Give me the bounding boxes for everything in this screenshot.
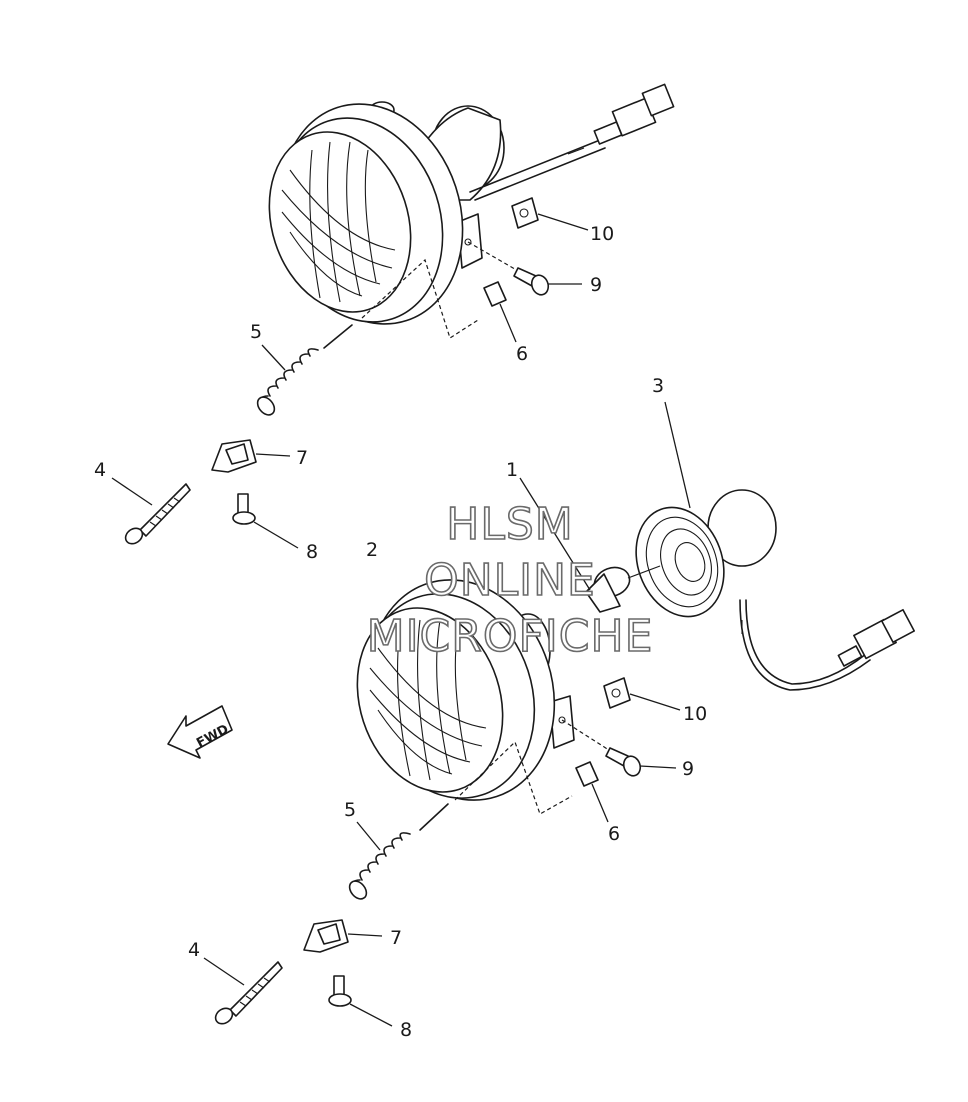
upper-headlight-assembly [111,83,675,549]
lower-part-6-nut [575,761,609,823]
watermark-line-3: MICROFICHE [366,610,654,663]
upper-callout-6: 6 [516,343,528,365]
lower-callout-4: 4 [188,939,200,961]
lower-socket-wire-harness [739,599,916,691]
upper-part-4-bolt [111,477,191,545]
lower-part-1-bulb [519,477,661,613]
lower-callout-6: 6 [608,823,620,845]
upper-callout-4: 4 [94,459,106,481]
upper-headlight-wire-harness [469,83,675,201]
lower-callout-10: 10 [683,703,707,725]
lower-part-7-clip [303,919,383,953]
lower-callout-8: 8 [400,1019,412,1041]
lower-callout-2: 2 [366,539,378,561]
lower-callout-9: 9 [682,758,694,780]
upper-headlight-lens [268,131,412,313]
lower-callout-7: 7 [390,927,402,949]
lower-headlight-lens [356,607,504,793]
lower-part-10-nut [603,677,681,711]
lower-part-9-screw [561,719,677,777]
lower-callout-3: 3 [652,375,664,397]
lower-adjuster-path [454,740,573,815]
lower-part-4-bolt [203,957,283,1025]
upper-callout-7: 7 [296,447,308,469]
upper-part-10-nut [511,197,589,231]
upper-part-8-screw [232,493,299,549]
lower-callout-5: 5 [344,799,356,821]
lower-part-8-screw [328,975,393,1027]
upper-callout-5: 5 [250,321,262,343]
watermark-line-1: HLSM [445,498,574,551]
watermark-line-2: ONLINE [423,554,596,607]
upper-part-5-spring [256,324,353,416]
upper-callout-8: 8 [306,541,318,563]
lower-headlight-bracket [549,695,575,749]
upper-part-6-nut [483,281,517,343]
upper-adjuster-path [361,258,479,339]
watermark: HLSM ONLINE MICROFICHE [320,497,700,665]
lower-headlight-assembly [203,401,916,1027]
lower-part-3-socket [635,401,777,618]
upper-part-7-clip [211,439,291,473]
fwd-arrow: FWD [167,705,233,759]
lower-callout-1: 1 [506,459,518,481]
upper-callout-9: 9 [590,274,602,296]
upper-callout-10: 10 [590,223,614,245]
upper-part-9-screw [467,241,582,296]
lower-part-5-spring [348,803,449,900]
